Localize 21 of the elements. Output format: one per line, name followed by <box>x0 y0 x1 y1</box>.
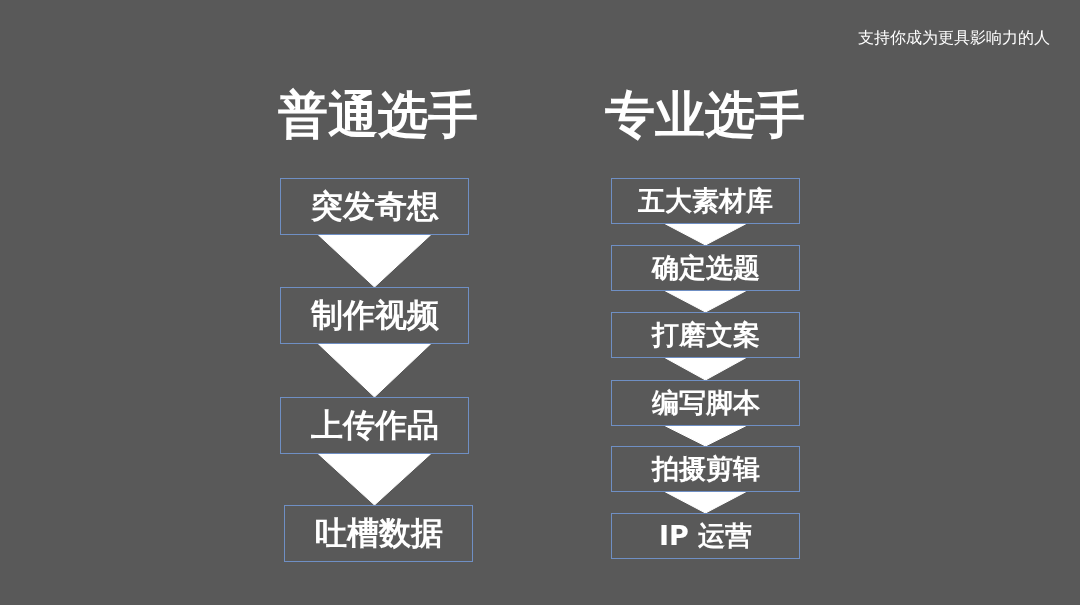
arrow <box>665 491 746 514</box>
slogan-text: 支持你成为更具影响力的人 <box>858 28 1050 49</box>
step-box: 制作视频 <box>280 287 469 344</box>
arrow <box>318 343 431 398</box>
column-heading: 专业选手 <box>605 85 805 146</box>
step-box: 突发奇想 <box>280 178 469 235</box>
step-box: 确定选题 <box>611 245 800 291</box>
step-box: 编写脚本 <box>611 380 800 426</box>
arrow <box>665 290 746 313</box>
column-heading: 普通选手 <box>278 85 478 146</box>
arrow <box>318 234 431 288</box>
step-box: IP 运营 <box>611 513 800 559</box>
arrow <box>665 223 746 246</box>
step-box: 五大素材库 <box>611 178 800 224</box>
arrow <box>665 357 746 381</box>
arrow <box>665 425 746 447</box>
step-box: 吐槽数据 <box>284 505 473 562</box>
step-box: 上传作品 <box>280 397 469 454</box>
arrow <box>318 453 431 506</box>
step-box: 拍摄剪辑 <box>611 446 800 492</box>
step-box: 打磨文案 <box>611 312 800 358</box>
